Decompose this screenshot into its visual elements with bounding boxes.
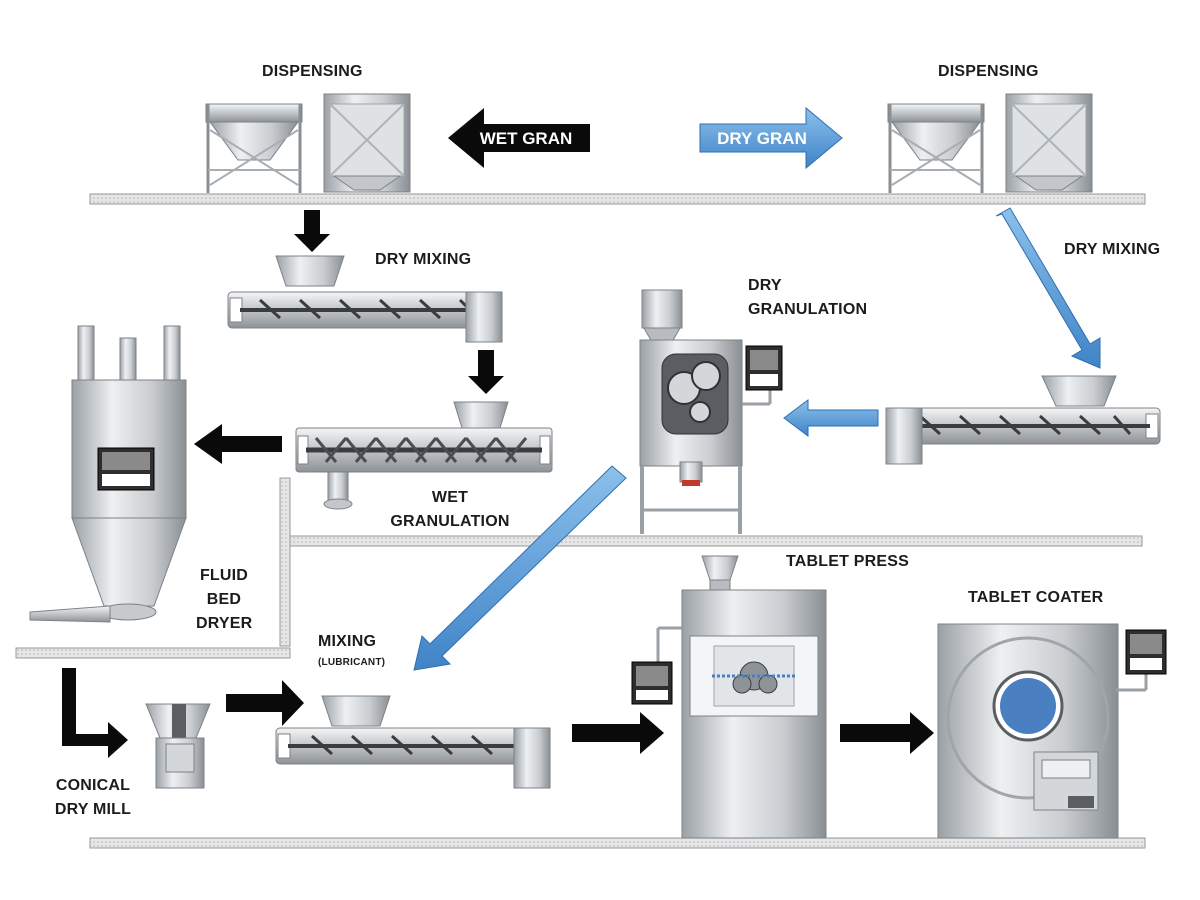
label-fluid-bed-dryer-line1: FLUID <box>199 567 249 584</box>
floor-line-middle <box>289 535 1143 547</box>
label-tablet-press: TABLET PRESS <box>786 553 910 570</box>
hopper-ibc-right-2 <box>1005 93 1093 193</box>
label-conical-dry-mill: CONICAL DRY MILL <box>48 774 138 822</box>
dry-granulator <box>639 289 783 534</box>
arrow-tablet-press-to-coater <box>840 712 934 754</box>
label-fluid-bed-dryer: FLUID BED DRYER <box>196 564 252 636</box>
label-wet-granulation-line1: WET <box>431 489 469 506</box>
dry-gran-arrow-label: DRY GRAN <box>717 129 807 148</box>
arrow-mixer-to-tablet-press <box>572 712 664 754</box>
label-conical-dry-mill-line2: DRY MILL <box>54 801 132 818</box>
dispensing-right-hoppers <box>887 93 1093 193</box>
floor-line-left <box>15 647 291 659</box>
arrow-granulator-to-dryer <box>194 424 282 464</box>
lubricant-mixer <box>275 695 551 789</box>
dry-mixer-right <box>885 375 1161 465</box>
tablet-coater <box>937 623 1167 839</box>
dry-gran-arrow-shape <box>699 106 843 170</box>
label-dispensing-right: DISPENSING <box>938 63 1039 80</box>
floor-line-bottom <box>89 837 1146 849</box>
wet-gran-arrow <box>448 108 590 168</box>
tablet-press <box>631 555 827 839</box>
floor-line-dryer-wall <box>279 477 291 647</box>
label-dry-mixing-left: DRY MIXING <box>375 251 472 268</box>
label-wet-granulation-line2: GRANULATION <box>390 513 510 530</box>
arrow-conical-mill-to-lubricant-mixer <box>226 680 304 726</box>
blue-arrow-dispensing-to-dry-mixer <box>995 207 1101 369</box>
label-mixing: MIXING <box>318 633 377 650</box>
label-dry-granulation: DRY GRANULATION <box>748 274 867 322</box>
label-dry-granulation-line1: DRY <box>748 277 782 294</box>
dry-gran-arrow <box>699 106 843 170</box>
dry-mixer-left <box>227 255 503 343</box>
arrow-down-dispensing-to-mixer <box>294 210 330 252</box>
conical-dry-mill <box>145 703 211 789</box>
dispensing-left-hoppers <box>205 93 411 193</box>
wet-gran-arrow-label: WET GRAN <box>480 129 573 148</box>
label-fluid-bed-dryer-line3: DRYER <box>196 615 253 632</box>
fluid-bed-dryer <box>29 325 187 623</box>
label-dry-granulation-line2: GRANULATION <box>748 301 868 318</box>
blue-arrow-dry-granulator-to-lubricant-mixer <box>413 465 627 671</box>
blue-arrow-mixer-to-dry-granulator <box>783 399 879 437</box>
label-mixing-lubricant: (LUBRICANT) <box>318 657 386 668</box>
floor-lines <box>15 193 1146 849</box>
hopper-frame-left-1 <box>205 103 303 193</box>
label-dispensing-left: DISPENSING <box>262 63 363 80</box>
wet-gran-arrow-shape <box>448 108 590 168</box>
label-fluid-bed-dryer-line2: BED <box>206 591 242 608</box>
label-tablet-coater: TABLET COATER <box>968 589 1104 606</box>
label-wet-granulation: WET GRANULATION <box>384 486 516 534</box>
arrow-down-mixer-to-granulator <box>468 350 504 394</box>
hopper-ibc-left-2 <box>323 93 411 193</box>
floor-line-top <box>89 193 1146 205</box>
hopper-frame-right-1 <box>887 103 985 193</box>
arrow-dryer-to-conical-mill <box>62 668 128 758</box>
label-dry-mixing-right: DRY MIXING <box>1064 241 1161 258</box>
wet-granulator <box>295 401 553 510</box>
label-conical-dry-mill-line1: CONICAL <box>55 777 131 794</box>
